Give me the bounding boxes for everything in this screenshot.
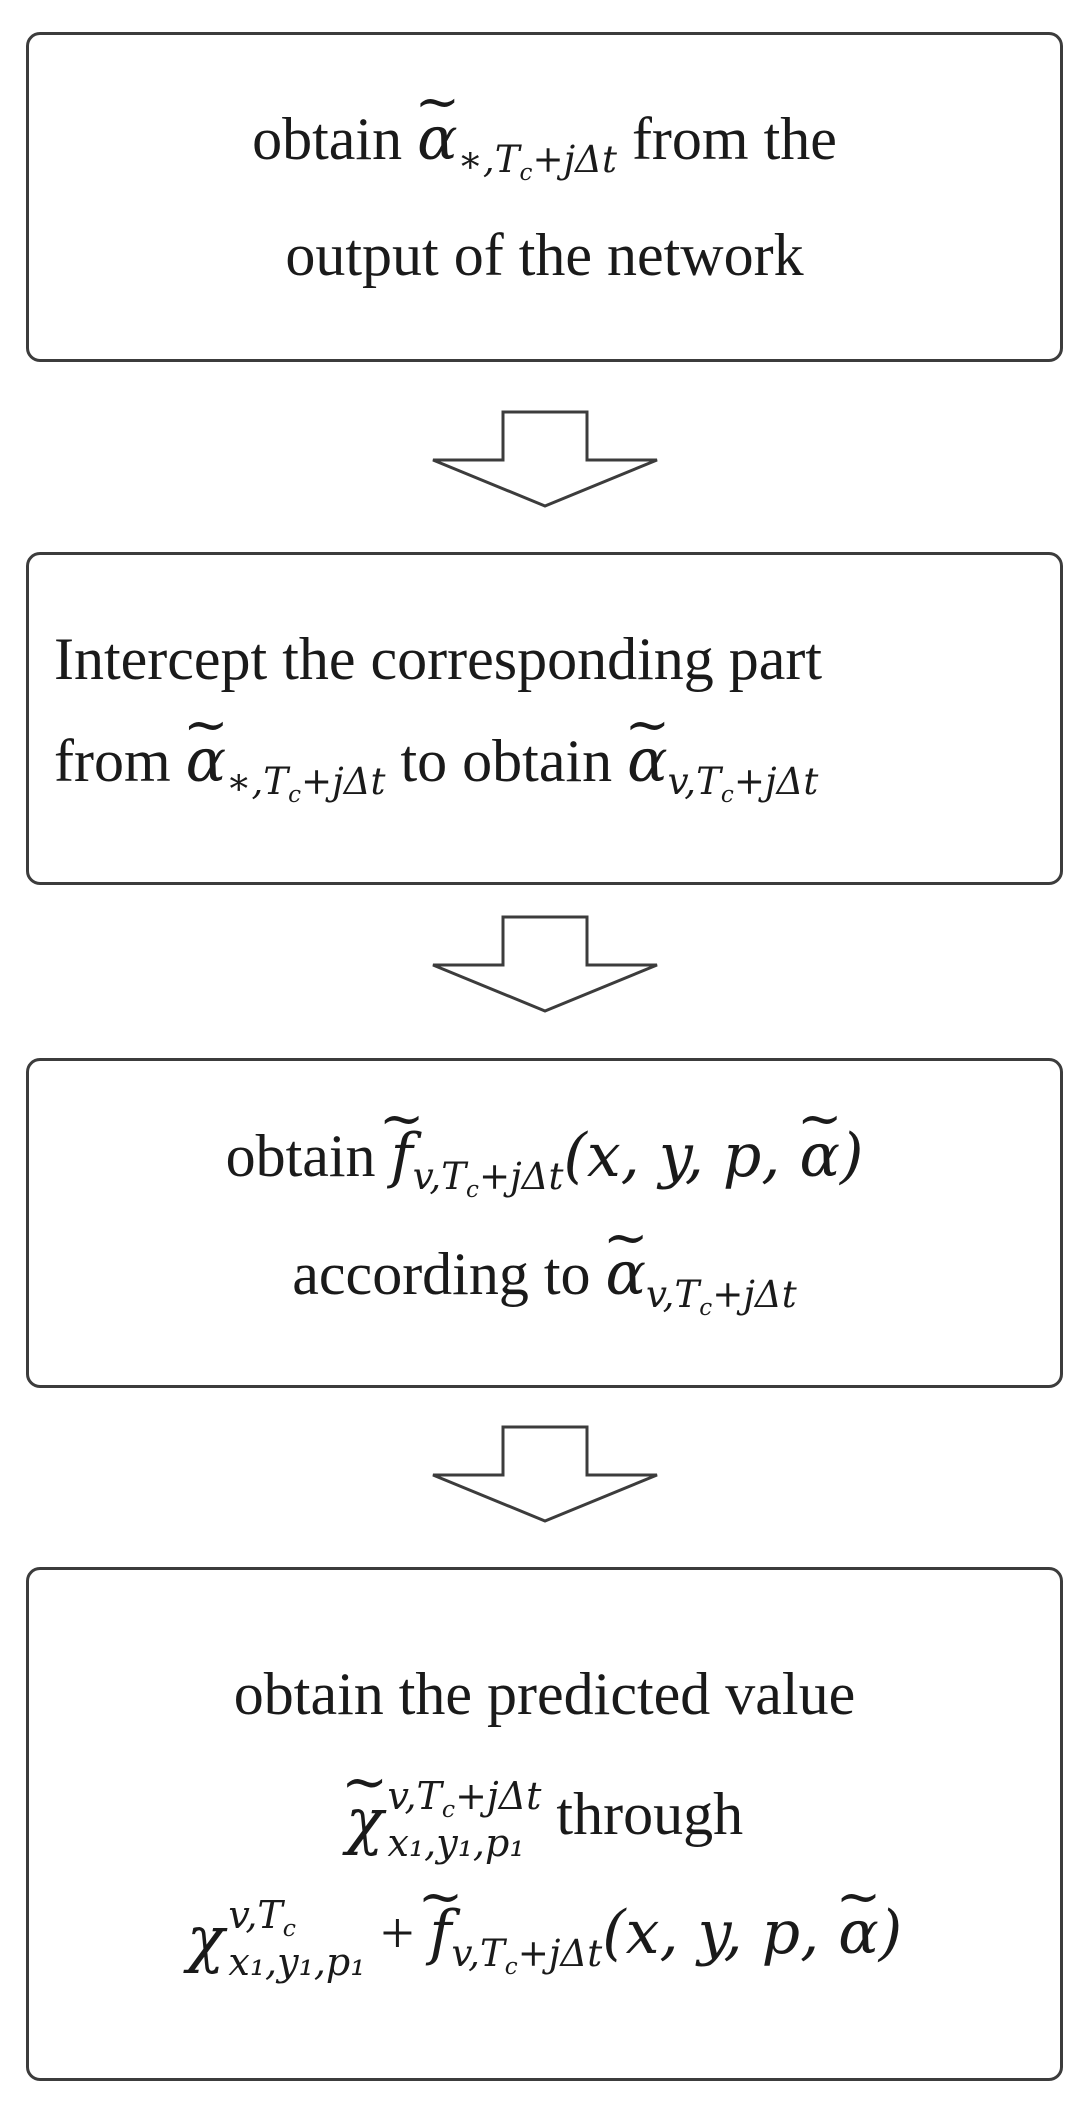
subscript: x₁,y₁,p₁	[387, 1821, 525, 1866]
step-4-line-2: χ v,Tc+jΔt x₁,y₁,p₁ through	[346, 1774, 744, 1866]
step-3-line-1: obtain fv,Tc+jΔt(x, y, p, α)	[226, 1126, 864, 1202]
step-box-2: Intercept the corresponding part from α∗…	[26, 552, 1063, 885]
step-1-line-2: output of the network	[285, 222, 804, 289]
subscript: x₁,y₁,p₁	[228, 1940, 366, 1985]
step-4-line-3: χ v,Tc x₁,y₁,p₁ + fv,Tc+jΔt(x, y, p, α)	[186, 1893, 903, 1985]
alpha-tilde-arg: α	[799, 1126, 840, 1186]
step-1-line-1: obtain α∗,Tc+jΔt from the	[252, 109, 837, 185]
subscript-2: v,T	[667, 759, 721, 804]
subscript-2: v,T	[451, 1931, 505, 1976]
superscript: v,Tc+jΔt	[387, 1774, 542, 1824]
subscript-c: c	[519, 160, 533, 186]
plus-sign: +	[365, 1900, 430, 1967]
subscript-rest: +jΔt	[301, 759, 386, 804]
down-arrow-icon	[431, 410, 658, 508]
subscript-2-rest: +jΔt	[733, 759, 819, 804]
alpha-tilde-symbol: α	[417, 109, 458, 169]
subscript: v,T	[412, 1153, 467, 1198]
down-arrow-3	[0, 1425, 1089, 1525]
superscript: v,Tc	[228, 1893, 296, 1943]
step-3-text-2: according to	[292, 1241, 606, 1307]
function-args-end: )	[839, 1120, 864, 1191]
chi-tilde-symbol: χ	[346, 1789, 384, 1852]
superscript-rest: +jΔt	[455, 1774, 542, 1819]
step-1-text-post: from the	[616, 105, 837, 172]
alpha-tilde-symbol-2: α	[627, 731, 668, 791]
step-3-line-2: according to αv,Tc+jΔt	[292, 1244, 796, 1320]
subscript-c: c	[699, 1295, 713, 1322]
subscript-2-c: c	[720, 782, 734, 809]
step-1-text: obtain	[252, 105, 418, 172]
alpha-tilde-symbol: α	[606, 1244, 647, 1304]
step-box-1: obtain α∗,Tc+jΔt from the output of the …	[26, 32, 1063, 362]
function-args-end: )	[878, 1898, 903, 1969]
subscript-c: c	[466, 1176, 479, 1203]
step-2-line-2: from α∗,Tc+jΔt to obtain αv,Tc+jΔt	[29, 731, 818, 807]
superscript-text: v,T	[228, 1893, 283, 1937]
step-box-3: obtain fv,Tc+jΔt(x, y, p, α) according t…	[26, 1058, 1063, 1388]
subscript-rest: +jΔt	[532, 136, 617, 181]
superscript-c: c	[282, 1914, 296, 1943]
subscript-rest: +jΔt	[478, 1153, 564, 1198]
subscript-rest: +jΔt	[712, 1272, 797, 1317]
step-3-text: obtain	[225, 1122, 391, 1189]
subscript: v,T	[646, 1272, 700, 1317]
down-arrow-icon	[431, 1425, 658, 1523]
superscript-text: v,T	[387, 1774, 442, 1819]
chi-symbol: χ	[186, 1902, 225, 1976]
f-tilde-symbol: f	[391, 1126, 413, 1186]
function-args: (x, y, p,	[602, 1898, 839, 1969]
subscript-c: c	[288, 782, 301, 809]
step-2-text-mid: to obtain	[385, 728, 628, 795]
down-arrow-icon	[431, 915, 658, 1013]
down-arrow-1	[0, 410, 1089, 510]
alpha-tilde-arg: α	[838, 1903, 879, 1963]
step-2-text: from	[54, 728, 186, 795]
step-box-4: obtain the predicted value χ v,Tc+jΔt x₁…	[26, 1567, 1063, 2081]
subscript: ∗,T	[226, 759, 289, 804]
f-tilde-symbol: f	[429, 1903, 451, 1963]
subscript: ∗,T	[457, 136, 520, 181]
function-args: (x, y, p,	[563, 1120, 800, 1191]
alpha-tilde-symbol: α	[186, 731, 227, 791]
subscript-2-c: c	[504, 1954, 518, 1981]
subscript-2-rest: +jΔt	[517, 1931, 603, 1976]
step-4-text-through: through	[541, 1781, 744, 1848]
superscript-c: c	[441, 1795, 456, 1824]
step-2-line-1: Intercept the corresponding part	[54, 626, 823, 693]
down-arrow-2	[0, 915, 1089, 1015]
step-4-line-1: obtain the predicted value	[233, 1661, 856, 1728]
